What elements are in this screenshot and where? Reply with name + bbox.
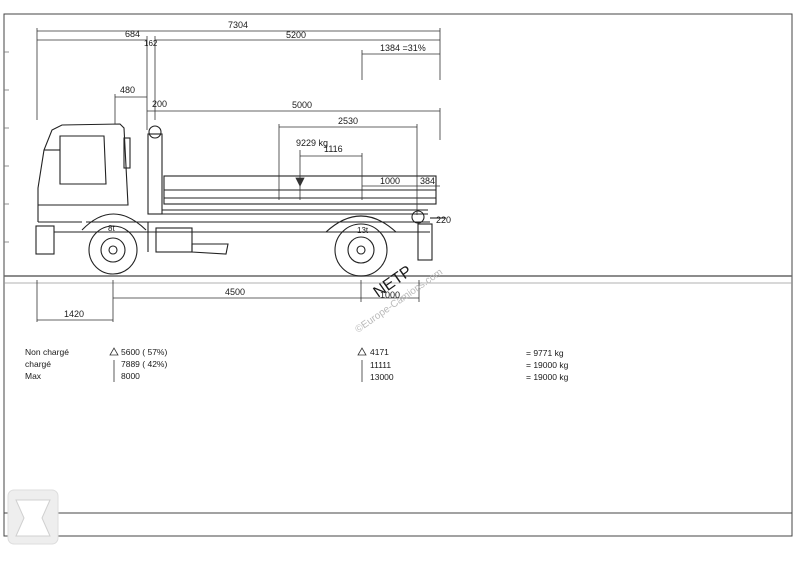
dimension-lines: [36, 28, 441, 322]
dim-front-overhang: 1420: [64, 309, 84, 319]
row-total-max: = 19000 kg: [526, 372, 569, 382]
corner-logo: [7, 489, 59, 545]
weight-table: Non chargé 5600 ( 57%) 4171 = 9771 kg ch…: [25, 347, 569, 382]
dim-pivot-offset: 200: [152, 99, 167, 109]
dim-162: 162: [144, 39, 158, 48]
dim-rear-axle-1000: 1000: [380, 290, 400, 300]
dim-cab-offset: 480: [120, 85, 135, 95]
watermark: ©Europe-Camions.com NETP: [353, 263, 445, 336]
sheet-border: [3, 13, 793, 537]
dim-rear-384: 384: [420, 176, 435, 186]
rear-axle-load: 13t: [357, 226, 369, 235]
row-rear-max: 13000: [370, 372, 394, 382]
dim-front-684: 684: [125, 29, 140, 39]
dim-platform-length: 5000: [292, 100, 312, 110]
row-rear-unloaded: 4171: [370, 347, 389, 357]
dim-body-span: 5200: [286, 30, 306, 40]
front-axle-load: 8t: [108, 224, 115, 233]
row-label-max: Max: [25, 371, 42, 381]
row-label-unloaded: Non chargé: [25, 347, 69, 357]
row-rear-loaded: 11111: [370, 360, 391, 370]
front-axle-triangle-icon: [109, 347, 119, 356]
dim-load-weight: 9229 kg: [296, 138, 328, 148]
dim-rear-1000: 1000: [380, 176, 400, 186]
dim-load-span: 2530: [338, 116, 358, 126]
rear-axle-triangle-icon: [357, 347, 367, 356]
dimension-labels: 7304 684 162 5200 1384 =31% 480 200 5000…: [64, 20, 451, 319]
row-label-loaded: chargé: [25, 359, 51, 369]
row-total-loaded: = 19000 kg: [526, 360, 569, 370]
truck-outline: [35, 123, 446, 277]
edge-ticks: [4, 51, 9, 243]
row-front-max: 8000: [121, 371, 140, 381]
dim-overall-length: 7304: [228, 20, 248, 30]
dim-rear-share: 1384 =31%: [380, 43, 426, 53]
row-total-unloaded: = 9771 kg: [526, 348, 564, 358]
dim-rear-220: 220: [436, 215, 451, 225]
row-front-loaded: 7889 ( 42%): [121, 359, 167, 369]
dim-cg-offset: 1116: [324, 144, 343, 154]
row-front-unloaded: 5600 ( 57%): [121, 347, 167, 357]
dim-wheelbase: 4500: [225, 287, 245, 297]
